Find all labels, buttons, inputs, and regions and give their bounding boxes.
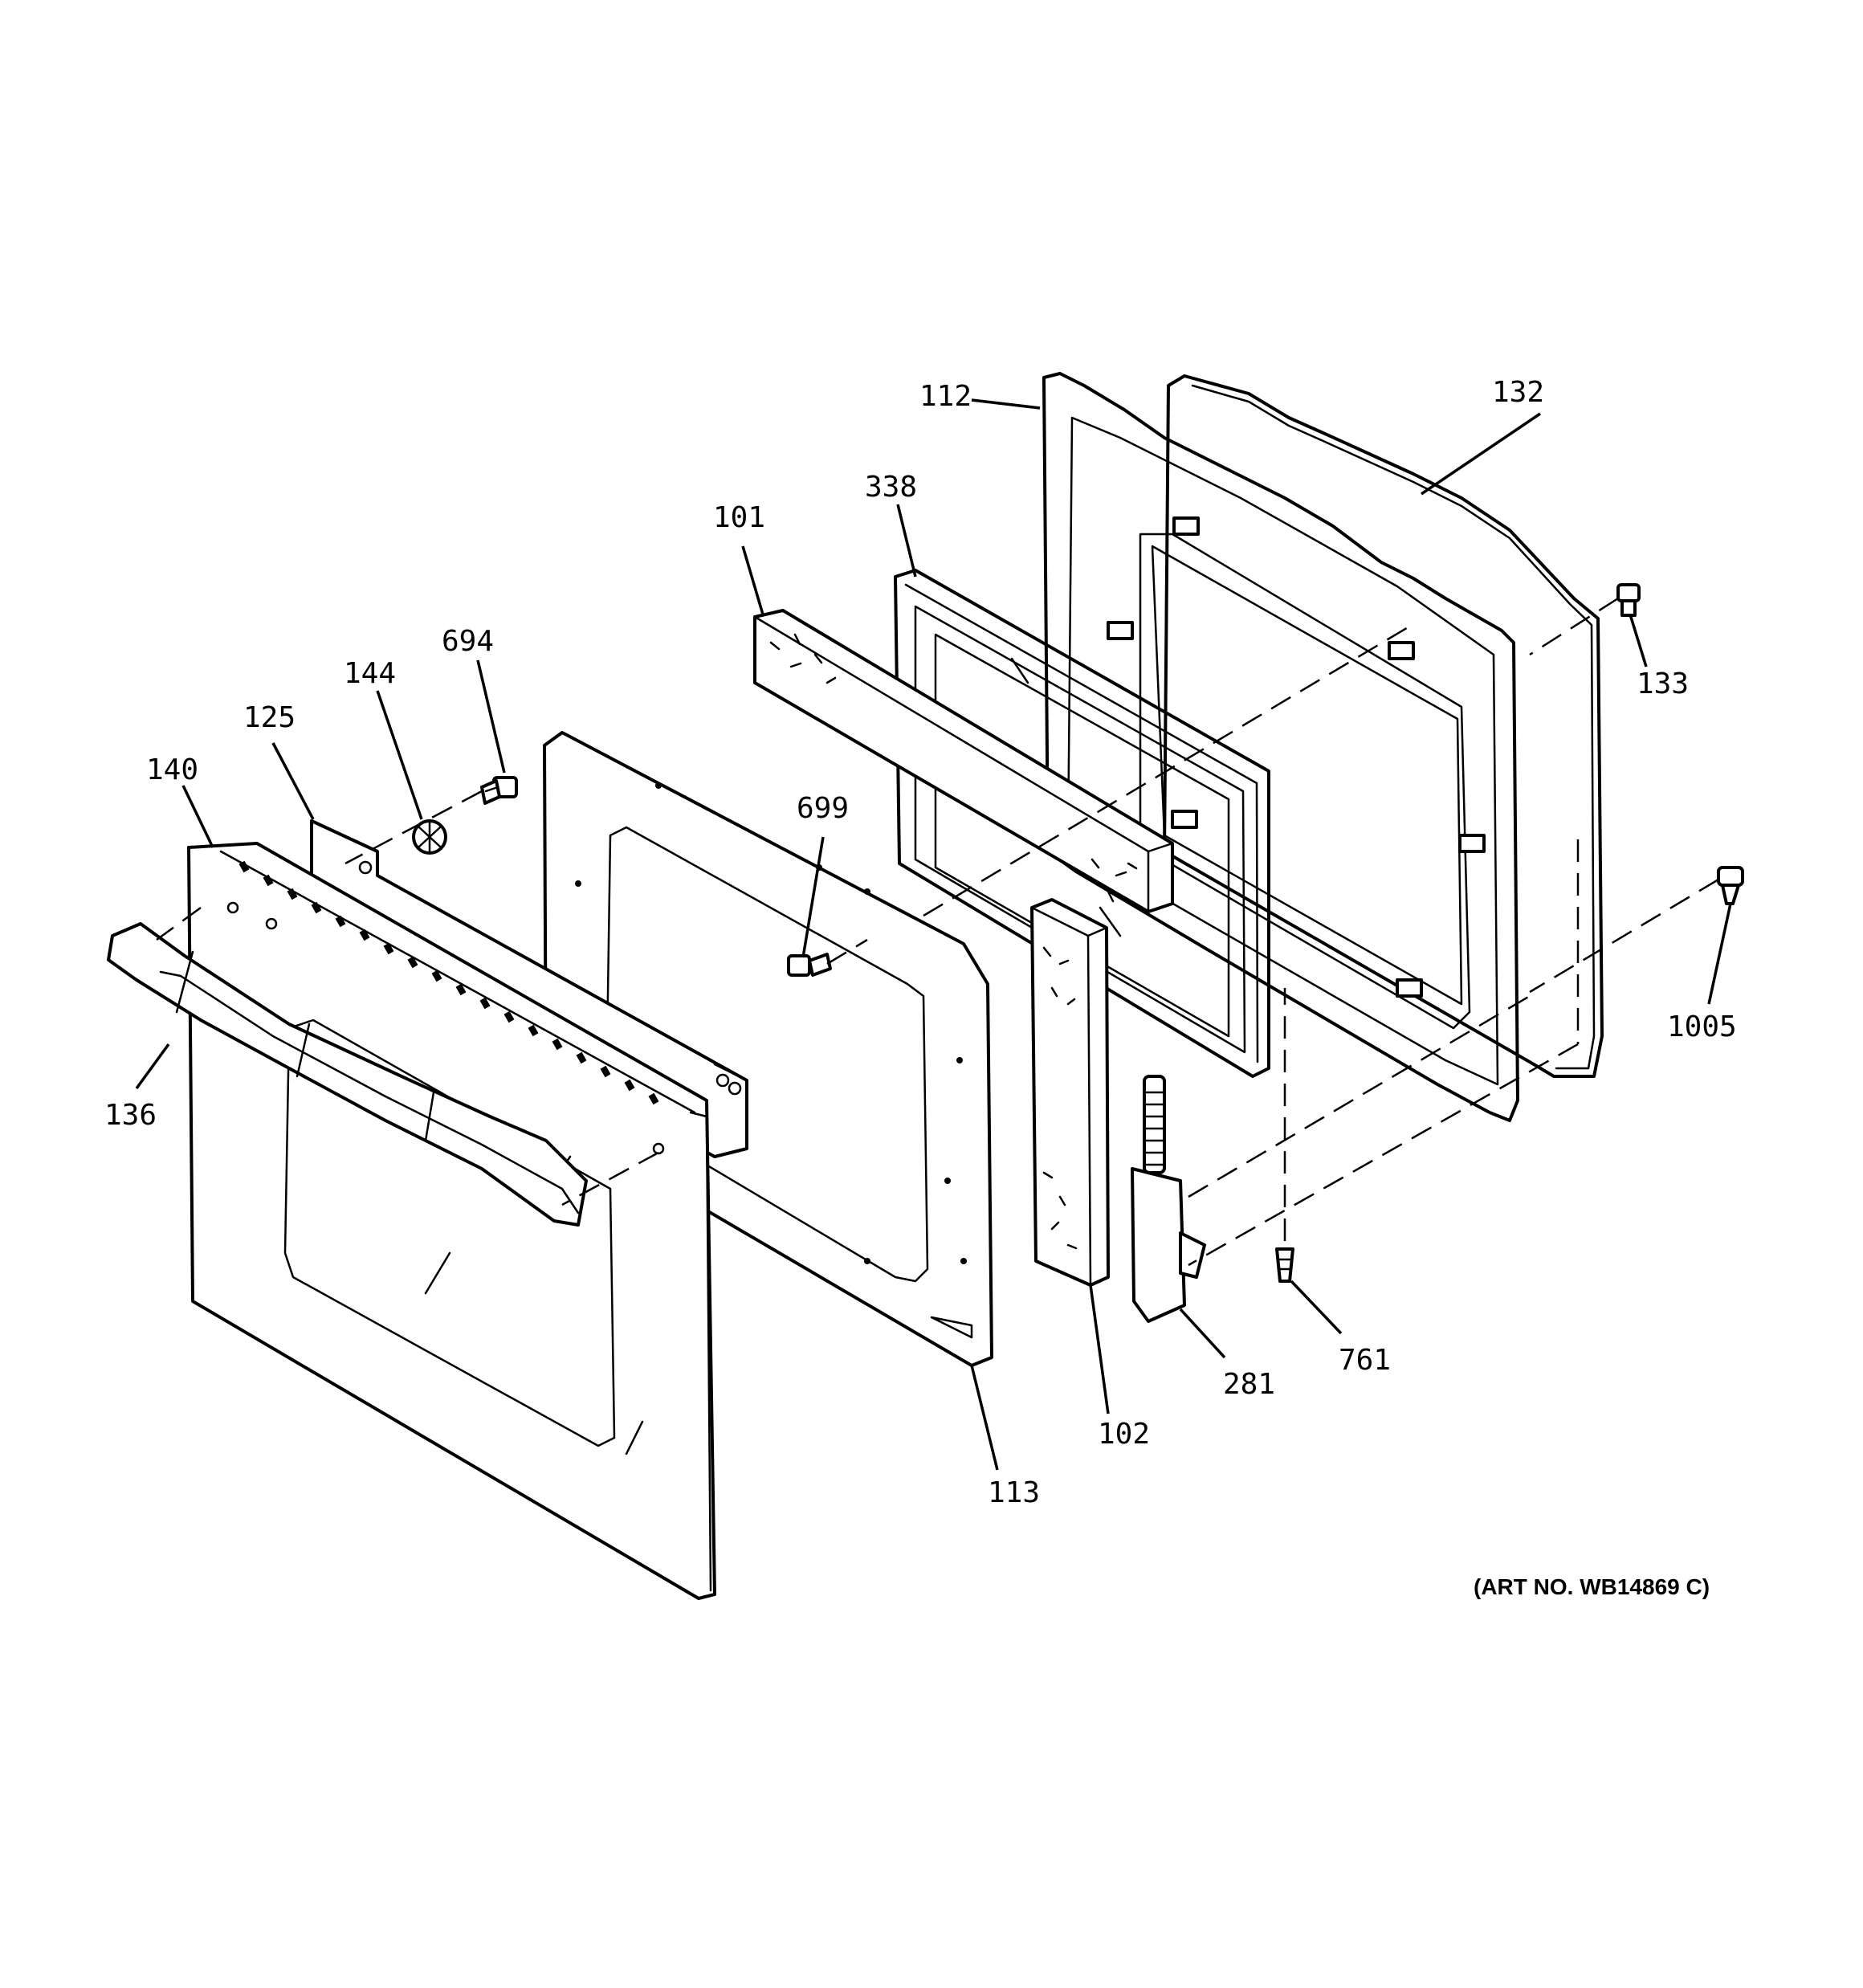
part-112-door-liner — [1042, 372, 1519, 1122]
part-694-screw — [480, 776, 518, 805]
label-132: 132 — [1492, 376, 1544, 409]
part-140-outer-door — [187, 842, 716, 1600]
part-281-hinge — [1131, 1075, 1206, 1323]
part-338-glass-pack — [894, 569, 1270, 1078]
part-136-handle — [107, 922, 588, 1227]
part-761-screw — [1275, 1247, 1294, 1283]
label-136: 136 — [104, 1099, 157, 1132]
label-112: 112 — [919, 380, 972, 413]
part-1005-screw — [1717, 866, 1744, 905]
label-699: 699 — [797, 792, 849, 825]
label-125: 125 — [243, 701, 296, 734]
part-132-gasket — [1163, 374, 1604, 1078]
part-133-screw — [1616, 583, 1641, 617]
art-number: (ART NO. WB14869 C) — [1474, 1574, 1710, 1599]
part-labels: 112 132 338 101 133 694 144 125 140 699 … — [104, 376, 1737, 1599]
label-133: 133 — [1637, 667, 1689, 700]
part-699-screw — [787, 953, 832, 977]
part-101-insulation-top — [753, 609, 1174, 913]
label-694: 694 — [442, 625, 494, 658]
alignment-lines — [156, 597, 1719, 1267]
label-113: 113 — [988, 1476, 1040, 1509]
label-281: 281 — [1223, 1368, 1275, 1401]
label-144: 144 — [344, 657, 396, 690]
label-1005: 1005 — [1667, 1010, 1737, 1043]
part-144-clip — [412, 819, 447, 855]
part-102-insulation-side — [1030, 898, 1110, 1287]
leader-lines — [135, 398, 1732, 1471]
label-101: 101 — [713, 501, 765, 534]
label-102: 102 — [1098, 1418, 1150, 1451]
label-338: 338 — [865, 471, 917, 504]
label-140: 140 — [146, 753, 198, 786]
label-761: 761 — [1339, 1344, 1391, 1377]
